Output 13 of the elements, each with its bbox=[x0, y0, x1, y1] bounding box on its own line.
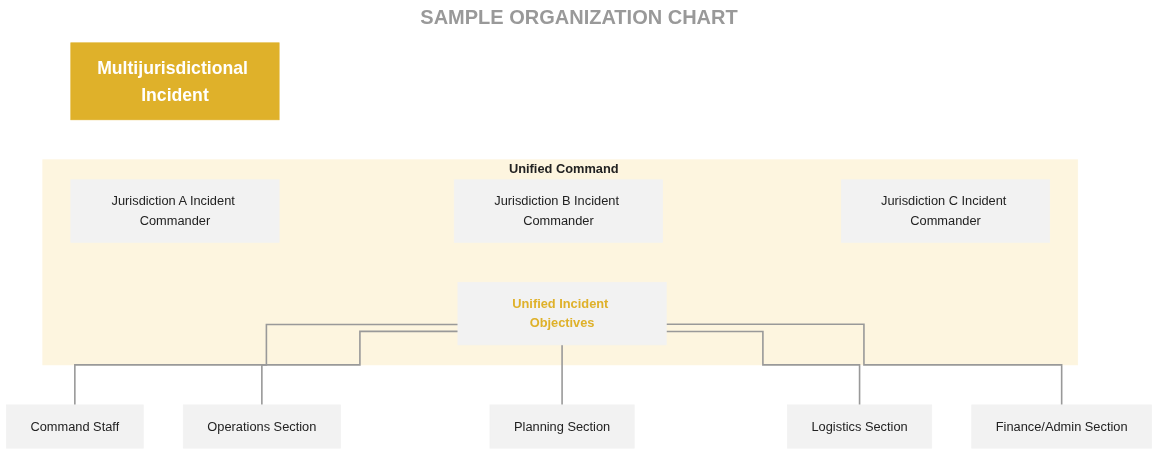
node-box: Command Staff bbox=[6, 404, 144, 449]
connector bbox=[74, 323, 459, 406]
connector bbox=[561, 344, 563, 406]
node-box: Operations Section bbox=[182, 404, 341, 449]
node-box: Planning Section bbox=[489, 404, 635, 449]
connector bbox=[665, 330, 861, 406]
connector bbox=[261, 330, 459, 406]
chart-title: SAMPLE ORGANIZATION CHART bbox=[420, 6, 738, 29]
node-box: Unified Incident Objectives bbox=[457, 281, 667, 346]
connector bbox=[665, 323, 1063, 406]
node-box: Multijurisdictional Incident bbox=[70, 42, 280, 121]
node-box: Logistics Section bbox=[787, 404, 933, 449]
node-box: Finance/Admin Section bbox=[971, 404, 1152, 449]
